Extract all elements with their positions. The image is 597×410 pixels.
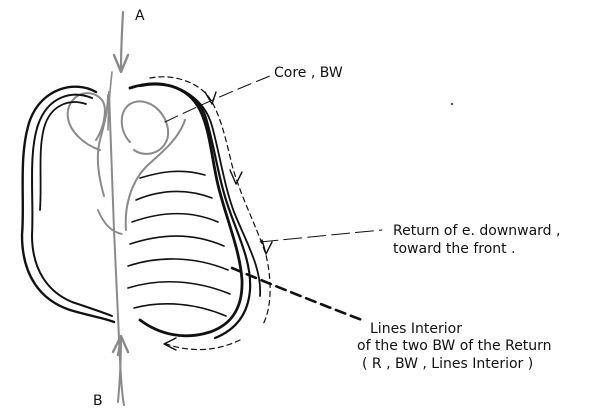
label-core: Core , BW [274,65,343,81]
leader-return [260,230,382,242]
interior-lines [128,171,230,316]
core-loops [68,93,185,234]
label-return-line1: Return of e. downward , [393,223,560,239]
label-interior-line2: of the two BW of the Return [357,338,552,354]
label-return-line2: toward the front . [393,241,516,257]
label-interior-line1: Lines Interior [370,321,462,337]
arrow-b-icon [113,336,128,402]
outer-contours-right [130,84,260,338]
label-b: B [93,393,103,409]
label-interior-line3: ( R , BW , Lines Interior ) [362,356,533,372]
leader-interior [232,268,362,320]
label-a: A [135,8,145,24]
dot-mark [451,103,453,105]
